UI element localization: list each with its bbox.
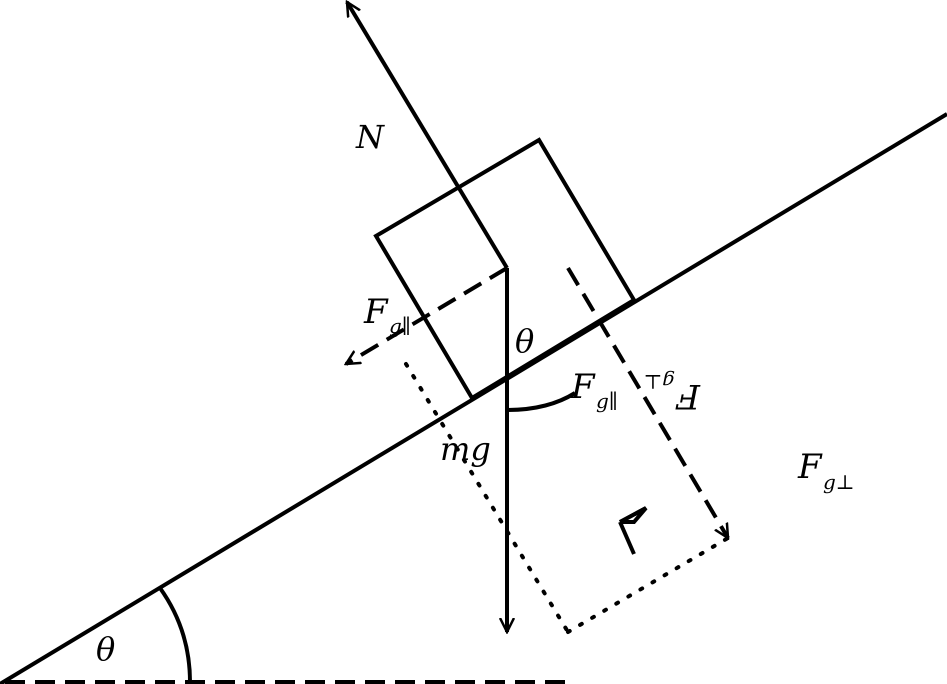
perpendicular-component-arrow [566,266,730,538]
dotted-parallel-guide [404,362,570,634]
svg-text:g⊥: g⊥ [643,370,675,394]
normal-force-arrow [345,2,509,270]
svg-text:g∥: g∥ [389,314,411,338]
svg-text:g∥: g∥ [596,389,618,413]
svg-text:F: F [363,292,389,332]
fg-parallel-left-label: F g∥ [363,292,411,338]
right-angle-marker-corner [618,521,636,555]
block [373,137,637,401]
dotted-perpendicular-guide [566,536,730,634]
weight-label: mg [440,430,491,468]
weight-angle-arc [506,391,577,412]
svg-text:g⊥: g⊥ [823,470,855,494]
theta-bottom-label: θ [96,630,115,668]
fg-parallel-right-label: F g∥ [570,367,618,413]
normal-force-label: N [355,118,385,156]
right-angle-marker-top [619,506,647,524]
svg-text:F: F [675,376,701,416]
svg-text:F: F [797,447,823,487]
parallel-component-arrow [346,266,509,366]
fg-perp-right-label: F g⊥ [797,447,855,494]
incline-angle-arc [158,586,192,683]
svg-text:F: F [570,367,596,407]
theta-mid-label: θ [515,322,534,360]
fg-perp-mirrored-label: F g⊥ [643,370,701,416]
